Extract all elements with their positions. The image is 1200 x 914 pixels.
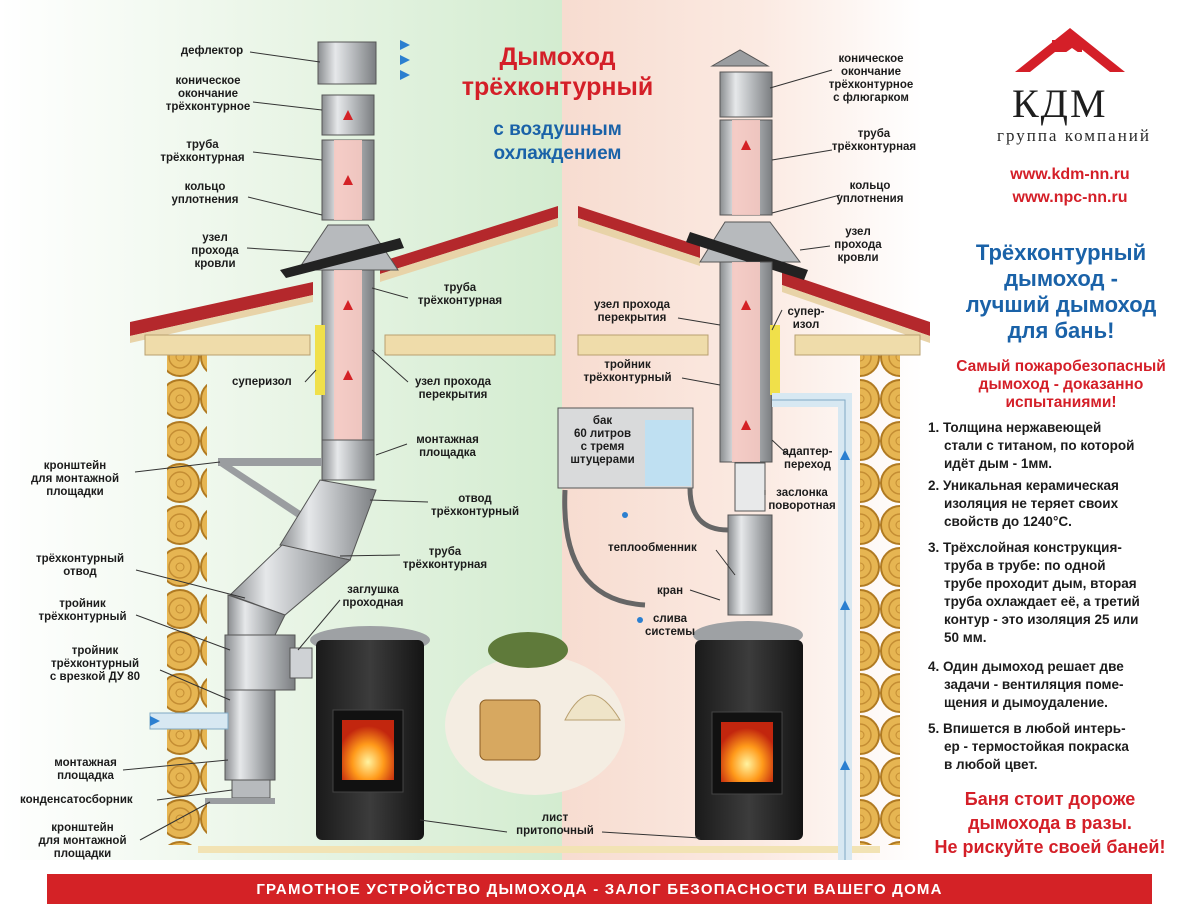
left-tee bbox=[224, 634, 296, 691]
leader-lines bbox=[122, 51, 841, 841]
point-4: 4. Один дымоход решает две задачи - вент… bbox=[928, 659, 1124, 710]
footer-banner: ГРАМОТНОЕ УСТРОЙСТВО ДЫМОХОДА - ЗАЛОГ БЕ… bbox=[47, 874, 1152, 904]
broom bbox=[488, 632, 568, 668]
label-elbow-low: трёхконтурный отвод bbox=[35, 553, 125, 578]
roof-right-a bbox=[578, 206, 700, 258]
drain-pipe bbox=[562, 489, 646, 608]
label-pipe-middle: труба трёхконтурная bbox=[417, 282, 503, 307]
url-kdm[interactable]: www.kdm-nn.ru bbox=[1010, 166, 1130, 183]
subtitle: с воздушным охлаждением bbox=[420, 118, 695, 166]
label-pipe-diagonal: труба трёхконтурная bbox=[402, 546, 488, 571]
bucket bbox=[479, 699, 541, 761]
subtitle-line-2: охлаждением bbox=[493, 143, 622, 164]
label-platform: монтажная площадка bbox=[416, 434, 479, 459]
right-damper bbox=[734, 462, 766, 512]
brand-name: КДМ bbox=[1012, 81, 1108, 126]
label-drain: слива системы bbox=[644, 613, 696, 638]
kdm-logo-roof bbox=[1015, 28, 1125, 72]
log-wall-left bbox=[167, 345, 207, 845]
label-conic-end: коническое окончание трёхконтурное bbox=[165, 75, 251, 113]
label-right-tee: тройник трёхконтурный bbox=[583, 359, 672, 384]
label-right-ceiling-node: узел прохода перекрытия bbox=[593, 299, 671, 324]
point-5: 5. Впишется в любой интерь- ер - термост… bbox=[928, 721, 1129, 772]
label-ceiling-node: узел прохода перекрытия bbox=[414, 376, 492, 401]
right-heat-exchanger bbox=[727, 514, 773, 616]
left-bracket bbox=[218, 458, 322, 466]
label-heat-exchanger: теплообменник bbox=[608, 542, 697, 554]
roof-right-b bbox=[782, 272, 930, 336]
left-condensate bbox=[231, 779, 271, 799]
label-tee: тройник трёхконтурный bbox=[38, 598, 127, 623]
label-ring: кольцо уплотнения bbox=[171, 181, 239, 206]
left-tee-insert bbox=[224, 689, 276, 781]
url-npc[interactable]: www.npc-nn.ru bbox=[1012, 189, 1128, 206]
air-arrows bbox=[150, 40, 850, 770]
right-cap bbox=[710, 49, 770, 67]
label-tap: кран bbox=[657, 585, 684, 597]
label-bracket: кронштейн для монтажной площадки bbox=[30, 460, 120, 498]
left-platform bbox=[321, 439, 375, 481]
left-fire bbox=[342, 720, 394, 780]
label-condensate: конденсатосборник bbox=[20, 794, 133, 806]
title-line-1: Дымоход bbox=[499, 43, 616, 71]
sauna-hat bbox=[564, 694, 621, 721]
label-pipe-top: труба трёхконтурная bbox=[160, 139, 245, 164]
point-1: 1. Толщина нержавеющей стали с титаном, … bbox=[928, 420, 1135, 471]
label-platform-low: монтажная площадка bbox=[54, 757, 117, 782]
label-elbow: отвод трёхконтурный bbox=[430, 493, 520, 518]
call-to-action: Баня стоит дороже дымохода в разы. Не ри… bbox=[934, 789, 1166, 857]
left-plug bbox=[289, 647, 313, 679]
title-line-2: трёхконтурный bbox=[461, 73, 654, 101]
right-fire bbox=[721, 722, 773, 782]
roof-left-b bbox=[380, 206, 558, 274]
label-right-roof-node: узел прохода кровли bbox=[834, 226, 882, 264]
label-bracket-low: кронштейн для монтажной площадки bbox=[38, 822, 127, 860]
ceiling-left bbox=[144, 334, 311, 356]
label-right-pipe: труба трёхконтурная bbox=[831, 128, 917, 153]
brand-tagline: группа компаний bbox=[996, 126, 1151, 145]
label-plug: заглушка проходная bbox=[342, 584, 404, 609]
label-tank: бак 60 литров с тремя штуцерами bbox=[570, 415, 635, 466]
point-2: 2. Уникальная керамическая изоляция не т… bbox=[928, 478, 1119, 529]
flow-arrows bbox=[343, 110, 751, 430]
point-3: 3. Трёхслойная конструкция- труба в труб… bbox=[928, 540, 1140, 645]
label-deflector: дефлектор bbox=[180, 45, 244, 57]
ceiling-right bbox=[577, 334, 709, 356]
label-right-superizol: супер- изол bbox=[787, 306, 825, 331]
roof-left-a bbox=[130, 282, 313, 336]
subtitle-line-1: с воздушным bbox=[493, 119, 622, 140]
label-adapter: адаптер- переход bbox=[782, 446, 833, 471]
label-superizol: суперизол bbox=[232, 376, 292, 388]
main-title: Дымоход трёхконтурный bbox=[420, 42, 695, 102]
label-right-ring: кольцо уплотнения bbox=[836, 180, 904, 205]
label-damper: заслонка поворотная bbox=[768, 487, 836, 512]
left-deflector bbox=[317, 41, 377, 85]
panel-heading: Трёхконтурный дымоход - лучший дымоход д… bbox=[965, 240, 1157, 343]
label-roof-node: узел прохода кровли bbox=[191, 232, 239, 270]
log-wall-right bbox=[860, 345, 900, 845]
panel-safety-claim: Самый пожаробезопасный дымоход - доказан… bbox=[956, 358, 1166, 411]
label-tee-insert: тройник трёхконтурный с врезкой ДУ 80 bbox=[49, 645, 141, 683]
right-conic-end bbox=[719, 71, 773, 118]
left-superizol bbox=[315, 325, 325, 395]
label-hearth-sheet: лист притопочный bbox=[516, 812, 594, 837]
floor bbox=[198, 846, 880, 853]
label-right-conic-end: коническое окончание трёхконтурное с флю… bbox=[828, 53, 914, 104]
